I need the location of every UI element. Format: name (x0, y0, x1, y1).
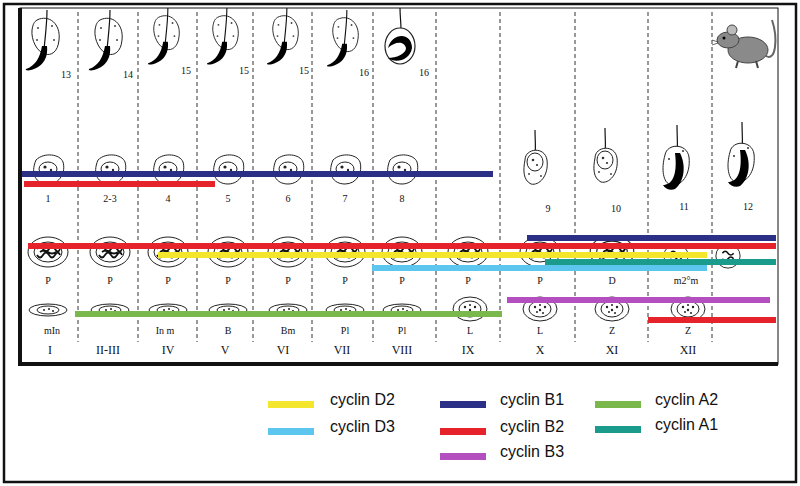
stage-cell-number: 16 (419, 68, 429, 78)
panel-axis (18, 8, 22, 366)
legend-label: cyclin A2 (655, 392, 718, 408)
spermatid-step: 9 (546, 204, 551, 214)
stage-numeral: IX (462, 344, 475, 356)
cyclin-bar (545, 259, 776, 265)
stage-cell-number: 14 (123, 70, 133, 80)
legend-label: cyclin A1 (655, 417, 718, 433)
stage-numeral: VI (277, 344, 290, 356)
cyclin-bar (24, 181, 215, 187)
legend-swatch (595, 426, 641, 433)
legend-swatch (440, 401, 486, 408)
spermatid-step: 12 (743, 202, 753, 212)
stage-cell-number: 15 (239, 66, 249, 76)
legend-label: cyclin B1 (500, 392, 564, 408)
cyclin-bar (372, 265, 707, 271)
stage-numeral: V (221, 344, 230, 356)
round-spermatid (34, 122, 755, 190)
cell-type: B (225, 326, 232, 336)
stage-cell-number: 15 (181, 66, 191, 76)
stage-numeral: X (536, 344, 545, 356)
outer-frame (4, 4, 796, 482)
cell-type: Pl (398, 326, 406, 336)
stage-numeral: IV (162, 344, 175, 356)
cell-type: L (537, 326, 543, 336)
cyclin-bar (158, 252, 707, 258)
spermatid-step: 2-3 (103, 194, 116, 204)
stage-cell-number: 13 (61, 70, 71, 80)
legend-label: cyclin B2 (500, 419, 564, 435)
cell-type: P (107, 276, 113, 286)
legend-swatch (595, 401, 641, 408)
legend-label: cyclin B3 (500, 444, 564, 460)
cyclin-bar (648, 317, 776, 323)
spermatid-step: 6 (286, 194, 291, 204)
cell-type: Z (609, 326, 615, 336)
cell-type: P (342, 276, 348, 286)
cyclin-bar (28, 243, 776, 249)
cell-type: P (285, 276, 291, 286)
cyclin-bar (75, 311, 502, 317)
legend-swatch (268, 401, 314, 408)
cyclin-bar (527, 235, 776, 241)
cell-type: Bm (281, 326, 295, 336)
cyclin-bar (507, 297, 770, 303)
legend-swatch (268, 428, 314, 435)
spermatid-step: 1 (46, 194, 51, 204)
spermatid-step: 7 (343, 194, 348, 204)
cell-type: In m (156, 326, 175, 336)
panel-axis (18, 362, 778, 366)
stage-numeral: VII (334, 344, 351, 356)
cell-type: Pl (341, 326, 349, 336)
spermatid-step: 10 (611, 204, 621, 214)
stage-numeral: II-III (96, 344, 120, 356)
spermatid-step: 4 (166, 194, 171, 204)
cell-type: P (165, 276, 171, 286)
spermatid-step: 5 (226, 194, 231, 204)
mouse-icon (712, 20, 775, 68)
cell-type: L (467, 326, 473, 336)
spermatid-step: 8 (400, 194, 405, 204)
stage-numeral: I (48, 344, 52, 356)
cell-type: m2°m (674, 276, 699, 286)
stage-numeral: VIII (392, 344, 413, 356)
cell-type: P (45, 276, 51, 286)
legend-swatch (440, 428, 486, 435)
stage-numeral: XII (680, 344, 697, 356)
cell-type: P (399, 276, 405, 286)
panel-frame (20, 8, 778, 364)
cell-type: Z (685, 326, 691, 336)
stage-cell-number: 15 (299, 66, 309, 76)
cell-type: P (537, 276, 543, 286)
spermatid-step: 11 (679, 202, 689, 212)
cyclin-bar (22, 171, 493, 177)
stage-numeral: XI (606, 344, 619, 356)
cell-type: mIn (44, 326, 60, 336)
elongated-spermatid (26, 8, 415, 70)
legend-label: cyclin D2 (330, 392, 395, 408)
cell-type: P (225, 276, 231, 286)
cell-type: D (608, 276, 615, 286)
cell-type: P (465, 276, 471, 286)
legend-label: cyclin D3 (330, 419, 395, 435)
stage-cell-number: 16 (359, 68, 369, 78)
legend-swatch (440, 453, 486, 460)
